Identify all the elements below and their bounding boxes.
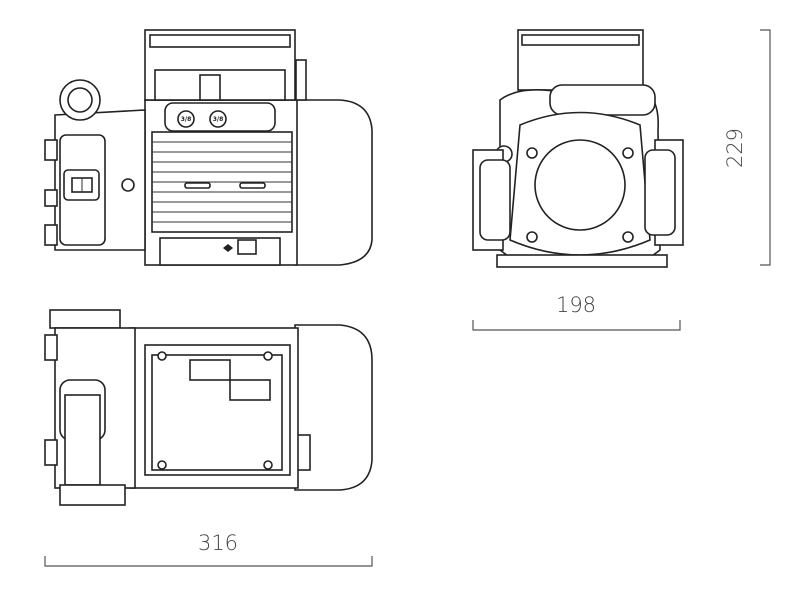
dimension-length: 316 (44, 531, 373, 567)
dimension-label-length: 316 (198, 531, 238, 555)
dimension-width-end: 198 (472, 293, 681, 331)
dimension-label-width: 198 (556, 293, 596, 317)
side-view: 3/8 3/8 (44, 29, 373, 266)
plug-label: 3/8 (213, 116, 224, 123)
dimension-label-height: 229 (723, 128, 747, 168)
plug-3-8-right: 3/8 (209, 110, 227, 128)
end-view (472, 29, 684, 268)
cooling-fins (151, 131, 293, 233)
dimension-height: 229 (723, 29, 771, 266)
plug-label: 3/8 (181, 116, 192, 123)
plug-3-8-left: 3/8 (177, 110, 195, 128)
top-view (44, 309, 373, 506)
